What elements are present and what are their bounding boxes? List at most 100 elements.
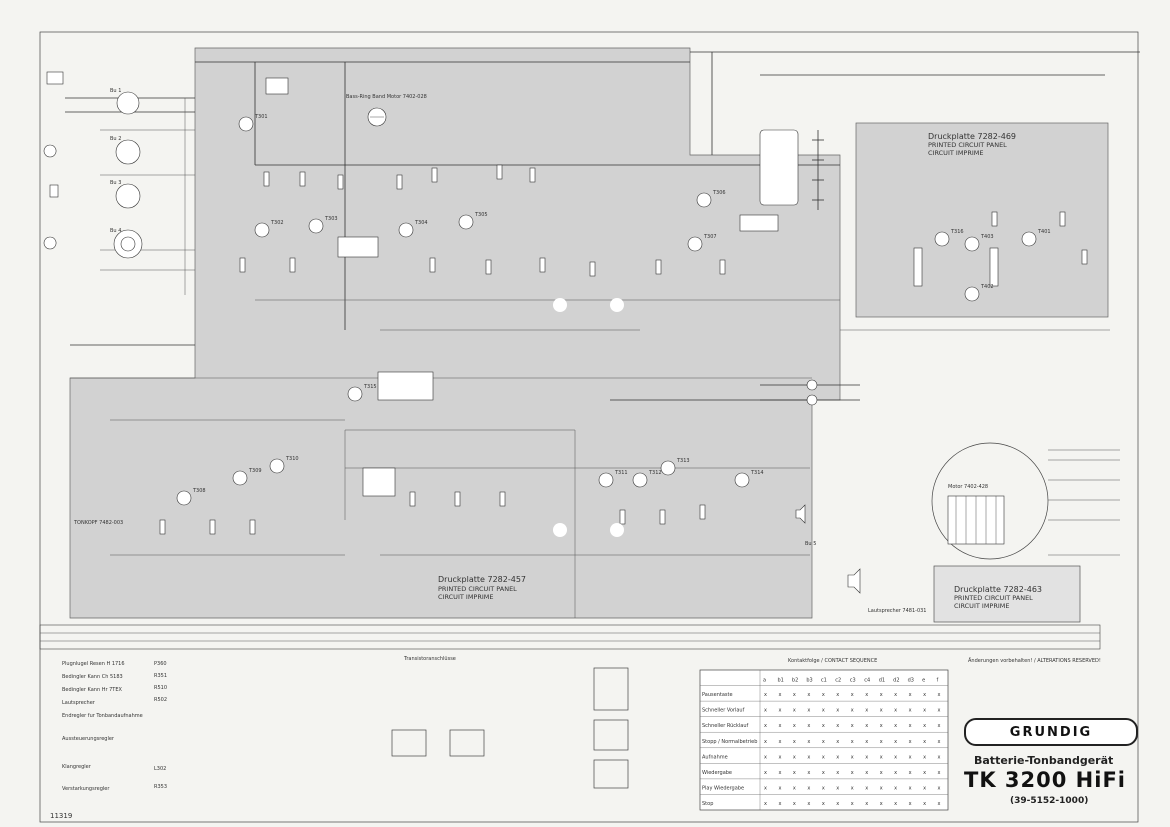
contact-mark: x bbox=[938, 770, 941, 776]
contact-mark: x bbox=[778, 770, 781, 776]
ic-block bbox=[739, 214, 779, 232]
svg-text:R351: R351 bbox=[154, 673, 167, 679]
contact-mark: x bbox=[938, 739, 941, 745]
contact-mark: x bbox=[822, 739, 825, 745]
connector-label: Bu 3 bbox=[110, 180, 121, 186]
grundig-logo: GRUNDIG bbox=[964, 718, 1138, 746]
contact-mark: x bbox=[909, 692, 912, 698]
svg-text:Bedingler Kann Hr 7TEX: Bedingler Kann Hr 7TEX bbox=[62, 687, 123, 693]
title-model: TK 3200 HiFi bbox=[964, 768, 1126, 792]
transistor-label: T310 bbox=[285, 456, 299, 462]
legend: Plugnlugel Resen H 1716 Bedingler Kann C… bbox=[62, 661, 167, 792]
svg-text:P360: P360 bbox=[154, 661, 167, 667]
speaker-icon bbox=[847, 568, 861, 594]
contact-mark: x bbox=[793, 785, 796, 791]
contact-row-name: Aufnahme bbox=[702, 754, 728, 760]
contact-mark: x bbox=[822, 754, 825, 760]
contact-mark: x bbox=[894, 739, 897, 745]
contact-row-name: Wiedergabe bbox=[702, 770, 732, 776]
transistor-label: T311 bbox=[614, 470, 628, 476]
contact-col-header: b2 bbox=[792, 678, 798, 684]
contact-col-header: d1 bbox=[879, 678, 885, 684]
contact-mark: x bbox=[851, 801, 854, 807]
contact-mark: x bbox=[851, 692, 854, 698]
contact-row-name: Schneller Vorlauf bbox=[702, 708, 745, 714]
contact-col-header: d2 bbox=[893, 678, 899, 684]
contact-mark: x bbox=[807, 770, 810, 776]
svg-text:Aussteuerungsregler: Aussteuerungsregler bbox=[62, 736, 115, 742]
coil-block bbox=[337, 236, 379, 258]
contact-mark: x bbox=[923, 785, 926, 791]
board-main-fr: CIRCUIT IMPRIME bbox=[438, 593, 494, 601]
contact-mark: x bbox=[822, 723, 825, 729]
outer-frame bbox=[39, 31, 1139, 823]
contact-mark: x bbox=[880, 708, 883, 714]
contact-mark: x bbox=[793, 801, 796, 807]
contact-mark: x bbox=[923, 708, 926, 714]
contact-mark: x bbox=[793, 723, 796, 729]
transistor-label: T401 bbox=[1037, 229, 1051, 235]
contact-mark: x bbox=[851, 708, 854, 714]
contact-mark: x bbox=[836, 692, 839, 698]
contact-mark: x bbox=[793, 739, 796, 745]
board-right-top-en: PRINTED CIRCUIT PANEL bbox=[928, 141, 1007, 149]
contact-mark: x bbox=[865, 754, 868, 760]
contact-mark: x bbox=[909, 801, 912, 807]
contact-mark: x bbox=[822, 801, 825, 807]
contact-mark: x bbox=[865, 785, 868, 791]
label-motor-right: Motor 7402-428 bbox=[948, 484, 988, 490]
transistor-label: T316 bbox=[950, 229, 964, 235]
contact-col-header: c3 bbox=[850, 678, 856, 684]
contact-col-header: e bbox=[922, 678, 925, 684]
label-transistor-header: Transistoranschlüsse bbox=[403, 656, 456, 662]
contact-mark: x bbox=[836, 770, 839, 776]
contact-mark: x bbox=[807, 785, 810, 791]
contact-mark: x bbox=[851, 754, 854, 760]
contact-mark: x bbox=[923, 692, 926, 698]
contact-mark: x bbox=[880, 754, 883, 760]
contact-mark: x bbox=[822, 708, 825, 714]
contact-mark: x bbox=[836, 723, 839, 729]
contact-mark: x bbox=[807, 739, 810, 745]
contact-mark: x bbox=[764, 801, 767, 807]
motor-top bbox=[367, 107, 387, 127]
transistor-label: T314 bbox=[750, 470, 764, 476]
contact-mark: x bbox=[865, 770, 868, 776]
svg-text:L302: L302 bbox=[154, 766, 166, 772]
transistor-label: T309 bbox=[248, 468, 262, 474]
contact-mark: x bbox=[923, 770, 926, 776]
board-right-top-number: Druckplatte 7282-469 bbox=[928, 132, 1016, 141]
transistor-label: T306 bbox=[712, 190, 726, 196]
board-right-bottom-en: PRINTED CIRCUIT PANEL bbox=[954, 594, 1033, 602]
contact-mark: x bbox=[923, 723, 926, 729]
connector-label: Bu 1 bbox=[110, 88, 121, 94]
svg-text:R502: R502 bbox=[154, 697, 167, 703]
label-tone-head: TONKOPF 7482-003 bbox=[73, 520, 123, 526]
contact-mark: x bbox=[880, 770, 883, 776]
motor-right bbox=[931, 442, 1120, 560]
contact-mark: x bbox=[851, 770, 854, 776]
transistor-symbols bbox=[176, 116, 1037, 506]
contact-mark: x bbox=[851, 785, 854, 791]
battery-stack bbox=[759, 129, 824, 210]
contact-mark: x bbox=[880, 723, 883, 729]
contact-mark: x bbox=[778, 801, 781, 807]
contact-mark: x bbox=[865, 723, 868, 729]
transistor-label: T303 bbox=[324, 216, 338, 222]
contact-mark: x bbox=[880, 801, 883, 807]
contact-col-header: b3 bbox=[806, 678, 812, 684]
connector-label: Bu 5 bbox=[805, 541, 816, 547]
svg-text:Verstarkungsregler: Verstarkungsregler bbox=[62, 786, 110, 792]
contact-row-name: Play Wiedergabe bbox=[702, 785, 744, 791]
transistor-label: T315 bbox=[363, 384, 377, 390]
transistor-label: T313 bbox=[676, 458, 690, 464]
contact-mark: x bbox=[865, 692, 868, 698]
speaker-out-icon bbox=[795, 504, 806, 524]
contact-mark: x bbox=[894, 692, 897, 698]
relay-block bbox=[377, 371, 434, 401]
contact-mark: x bbox=[764, 770, 767, 776]
contact-mark: x bbox=[807, 801, 810, 807]
connector-label: Bu 2 bbox=[110, 136, 121, 142]
label-motor-top: Bass-Ring Band Motor 7402-028 bbox=[346, 94, 427, 100]
contact-row-name: Stopp / Normalbetrieb bbox=[702, 739, 757, 745]
